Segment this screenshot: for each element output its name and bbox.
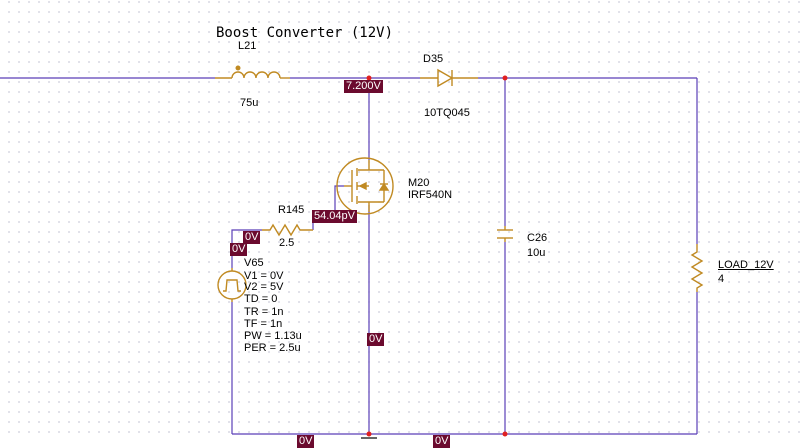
- source-param[interactable]: PW = 1.13u: [244, 330, 302, 342]
- capacitor-value[interactable]: 10u: [527, 247, 546, 259]
- source-param[interactable]: TD = 0: [244, 293, 278, 305]
- source-param[interactable]: TF = 1n: [244, 318, 283, 330]
- voltage-probe-source-plus[interactable]: 0V: [243, 231, 261, 244]
- inductor-value[interactable]: 75u: [240, 97, 259, 109]
- mosfet-symbol[interactable]: [336, 157, 394, 215]
- load-value[interactable]: 4: [718, 273, 725, 285]
- wire-gate[interactable]: [312, 185, 344, 230]
- source-param[interactable]: TR = 1n: [244, 306, 284, 318]
- voltage-probe-switch-node[interactable]: 7.200V: [344, 80, 383, 93]
- source-param[interactable]: PER = 2.5u: [244, 342, 301, 354]
- resistor-ref[interactable]: R145: [278, 204, 305, 216]
- source-param[interactable]: V1 = 0V: [244, 270, 284, 282]
- pulse-source-symbol[interactable]: [217, 268, 247, 302]
- junction-dot: [502, 431, 508, 437]
- resistor-symbol[interactable]: [262, 223, 313, 237]
- diode-symbol[interactable]: [420, 68, 478, 88]
- resistor-value[interactable]: 2.5: [279, 237, 295, 249]
- voltage-probe-ground-left[interactable]: 0V: [297, 435, 315, 448]
- junction-dot: [366, 75, 372, 81]
- diode-ref[interactable]: D35: [423, 53, 444, 65]
- mosfet-ref[interactable]: M20: [408, 177, 430, 189]
- voltage-probe-gate[interactable]: 54.04pV: [312, 210, 357, 223]
- source-ref[interactable]: V65: [244, 257, 264, 269]
- diode-value[interactable]: 10TQ045: [424, 107, 470, 119]
- load-ref[interactable]: LOAD_12V: [718, 259, 774, 271]
- source-param[interactable]: V2 = 5V: [244, 281, 284, 293]
- mosfet-value[interactable]: IRF540N: [408, 189, 453, 201]
- voltage-probe-source-minus[interactable]: 0V: [230, 243, 248, 256]
- inductor-ref[interactable]: L21: [238, 40, 257, 52]
- schematic-title: Boost Converter (12V): [216, 25, 394, 41]
- junction-dot: [366, 431, 372, 437]
- load-resistor-symbol[interactable]: [690, 244, 704, 292]
- voltage-probe-mosfet-source[interactable]: 0V: [367, 333, 385, 346]
- capacitor-symbol[interactable]: [497, 226, 513, 242]
- junction-dot: [502, 75, 508, 81]
- voltage-probe-ground-right[interactable]: 0V: [433, 435, 451, 448]
- inductor-symbol[interactable]: [215, 65, 290, 79]
- capacitor-ref[interactable]: C26: [527, 232, 548, 244]
